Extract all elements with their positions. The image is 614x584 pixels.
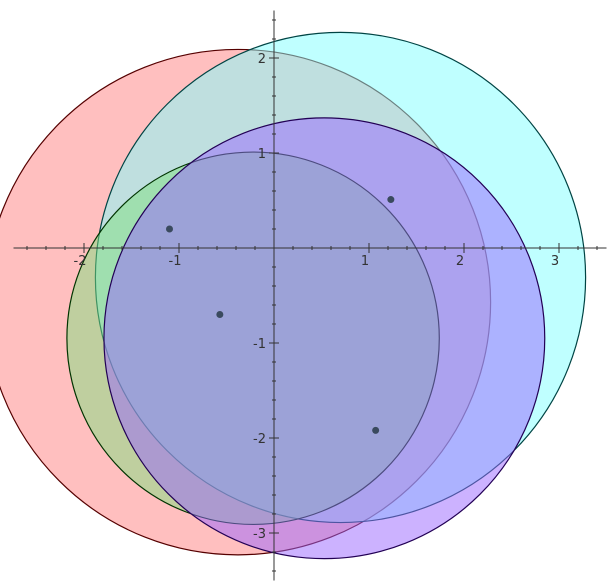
y-tick-label: 2	[258, 52, 266, 67]
x-tick-label: 3	[551, 254, 559, 269]
x-tick-label: 2	[456, 254, 464, 269]
data-point-1	[166, 225, 173, 233]
circle-4	[103, 117, 546, 560]
x-tick-label: -1	[169, 254, 182, 269]
y-tick-label: -2	[253, 432, 266, 447]
y-tick-label: -3	[253, 527, 266, 542]
points-layer	[166, 196, 395, 434]
y-tick-label: 1	[258, 147, 266, 162]
axes-layer: -2 -1 1 2 3 2 1 -1 -2 -3	[13, 10, 607, 581]
data-point-4	[372, 426, 380, 434]
data-point-2	[216, 311, 224, 318]
data-point-3	[387, 196, 395, 204]
x-tick-label: -2	[74, 254, 87, 269]
x-tick-label: 1	[361, 254, 369, 269]
y-tick-label: -1	[253, 337, 266, 352]
circles-layer	[0, 31, 587, 560]
